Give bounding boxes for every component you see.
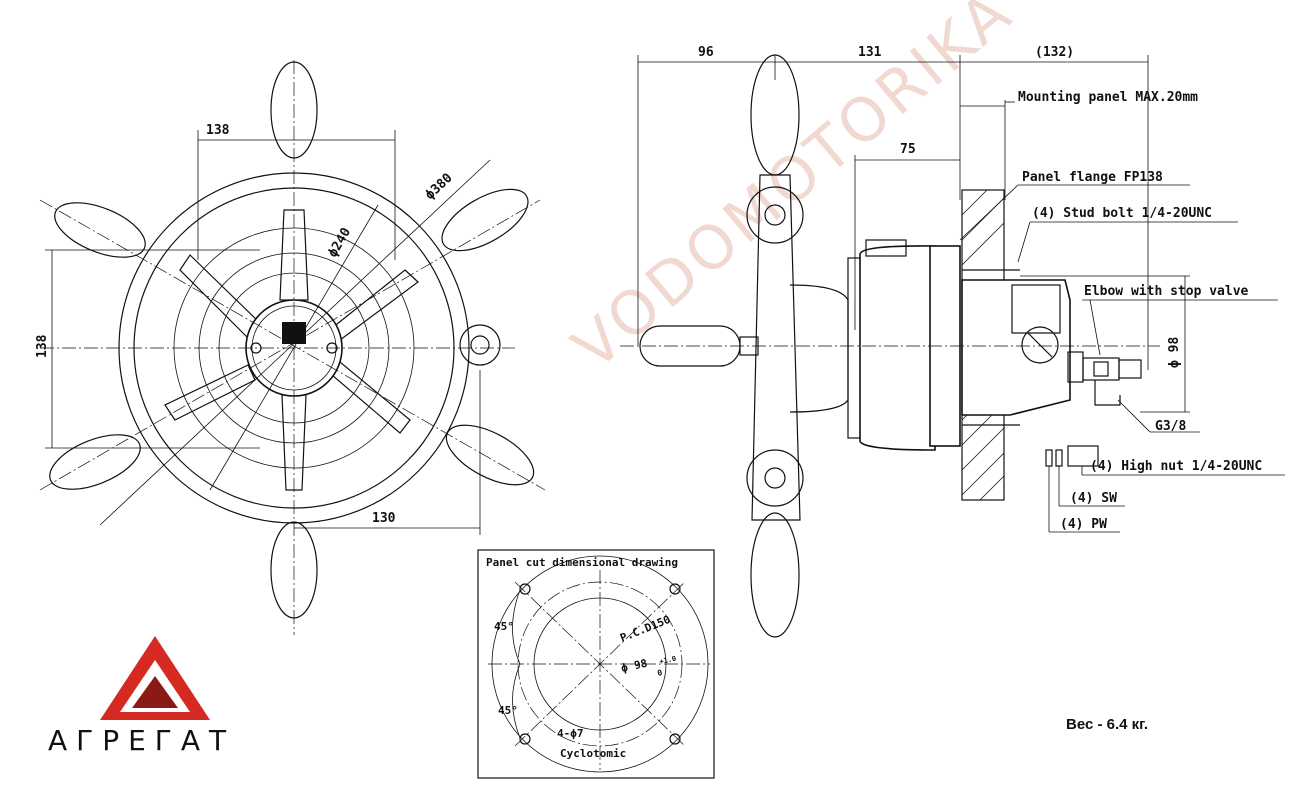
label-g38: G3/8 bbox=[1155, 419, 1186, 434]
mount-boss bbox=[459, 324, 501, 366]
cyclotomic-label: Cyclotomic bbox=[560, 747, 626, 760]
dim-offset: 130 bbox=[372, 511, 396, 526]
panel-cut-title: Panel cut dimensional drawing bbox=[486, 556, 678, 569]
label-high-nut: (4) High nut 1/4-20UNC bbox=[1090, 459, 1262, 474]
dim-inner-diameter: ϕ240 bbox=[325, 225, 354, 260]
angle-top: 45° bbox=[494, 620, 514, 633]
pcd-label: P.C.D150 bbox=[618, 613, 672, 645]
label-mounting-panel: Mounting panel MAX.20mm bbox=[1018, 90, 1198, 105]
dim-98: ϕ 98 bbox=[1167, 337, 1182, 368]
weight-label: Вес - 6.4 кг. bbox=[1066, 716, 1149, 733]
pump-body bbox=[961, 279, 1071, 416]
front-view: 138 138 ϕ380 ϕ240 130 bbox=[35, 60, 546, 635]
logo-text: АГРЕГАТ bbox=[48, 724, 236, 757]
mount-holes bbox=[519, 583, 681, 745]
holes-label: 4-ϕ7 bbox=[557, 727, 584, 740]
label-sw: (4) SW bbox=[1070, 491, 1117, 506]
angle-bottom: 45° bbox=[498, 704, 518, 717]
label-elbow: Elbow with stop valve bbox=[1084, 284, 1249, 299]
company-logo bbox=[100, 636, 210, 720]
side-view: 96 131 (132) Mounting panel MAX.20mm 75 bbox=[620, 45, 1285, 638]
dim-front-height: 138 bbox=[35, 334, 50, 358]
bore-tolerance-upper: +1.0 bbox=[659, 655, 677, 666]
label-pw: (4) PW bbox=[1060, 517, 1107, 532]
bore-label: ϕ 98 bbox=[620, 657, 649, 675]
bore-tolerance-lower: 0 bbox=[657, 668, 664, 678]
dim-outer-diameter: ϕ380 bbox=[422, 170, 455, 202]
dim-131: 131 bbox=[858, 45, 882, 60]
label-stud-bolt: (4) Stud bolt 1/4-20UNC bbox=[1032, 206, 1212, 221]
dim-front-width: 138 bbox=[206, 123, 230, 138]
dim-75: 75 bbox=[900, 142, 916, 157]
label-panel-flange: Panel flange FP138 bbox=[1022, 170, 1163, 185]
panel-cut-drawing: Panel cut dimensional drawing 45° 45° P.… bbox=[477, 549, 715, 779]
dim-132: (132) bbox=[1035, 45, 1074, 60]
dim-96: 96 bbox=[698, 45, 714, 60]
helm-housing bbox=[859, 245, 936, 451]
